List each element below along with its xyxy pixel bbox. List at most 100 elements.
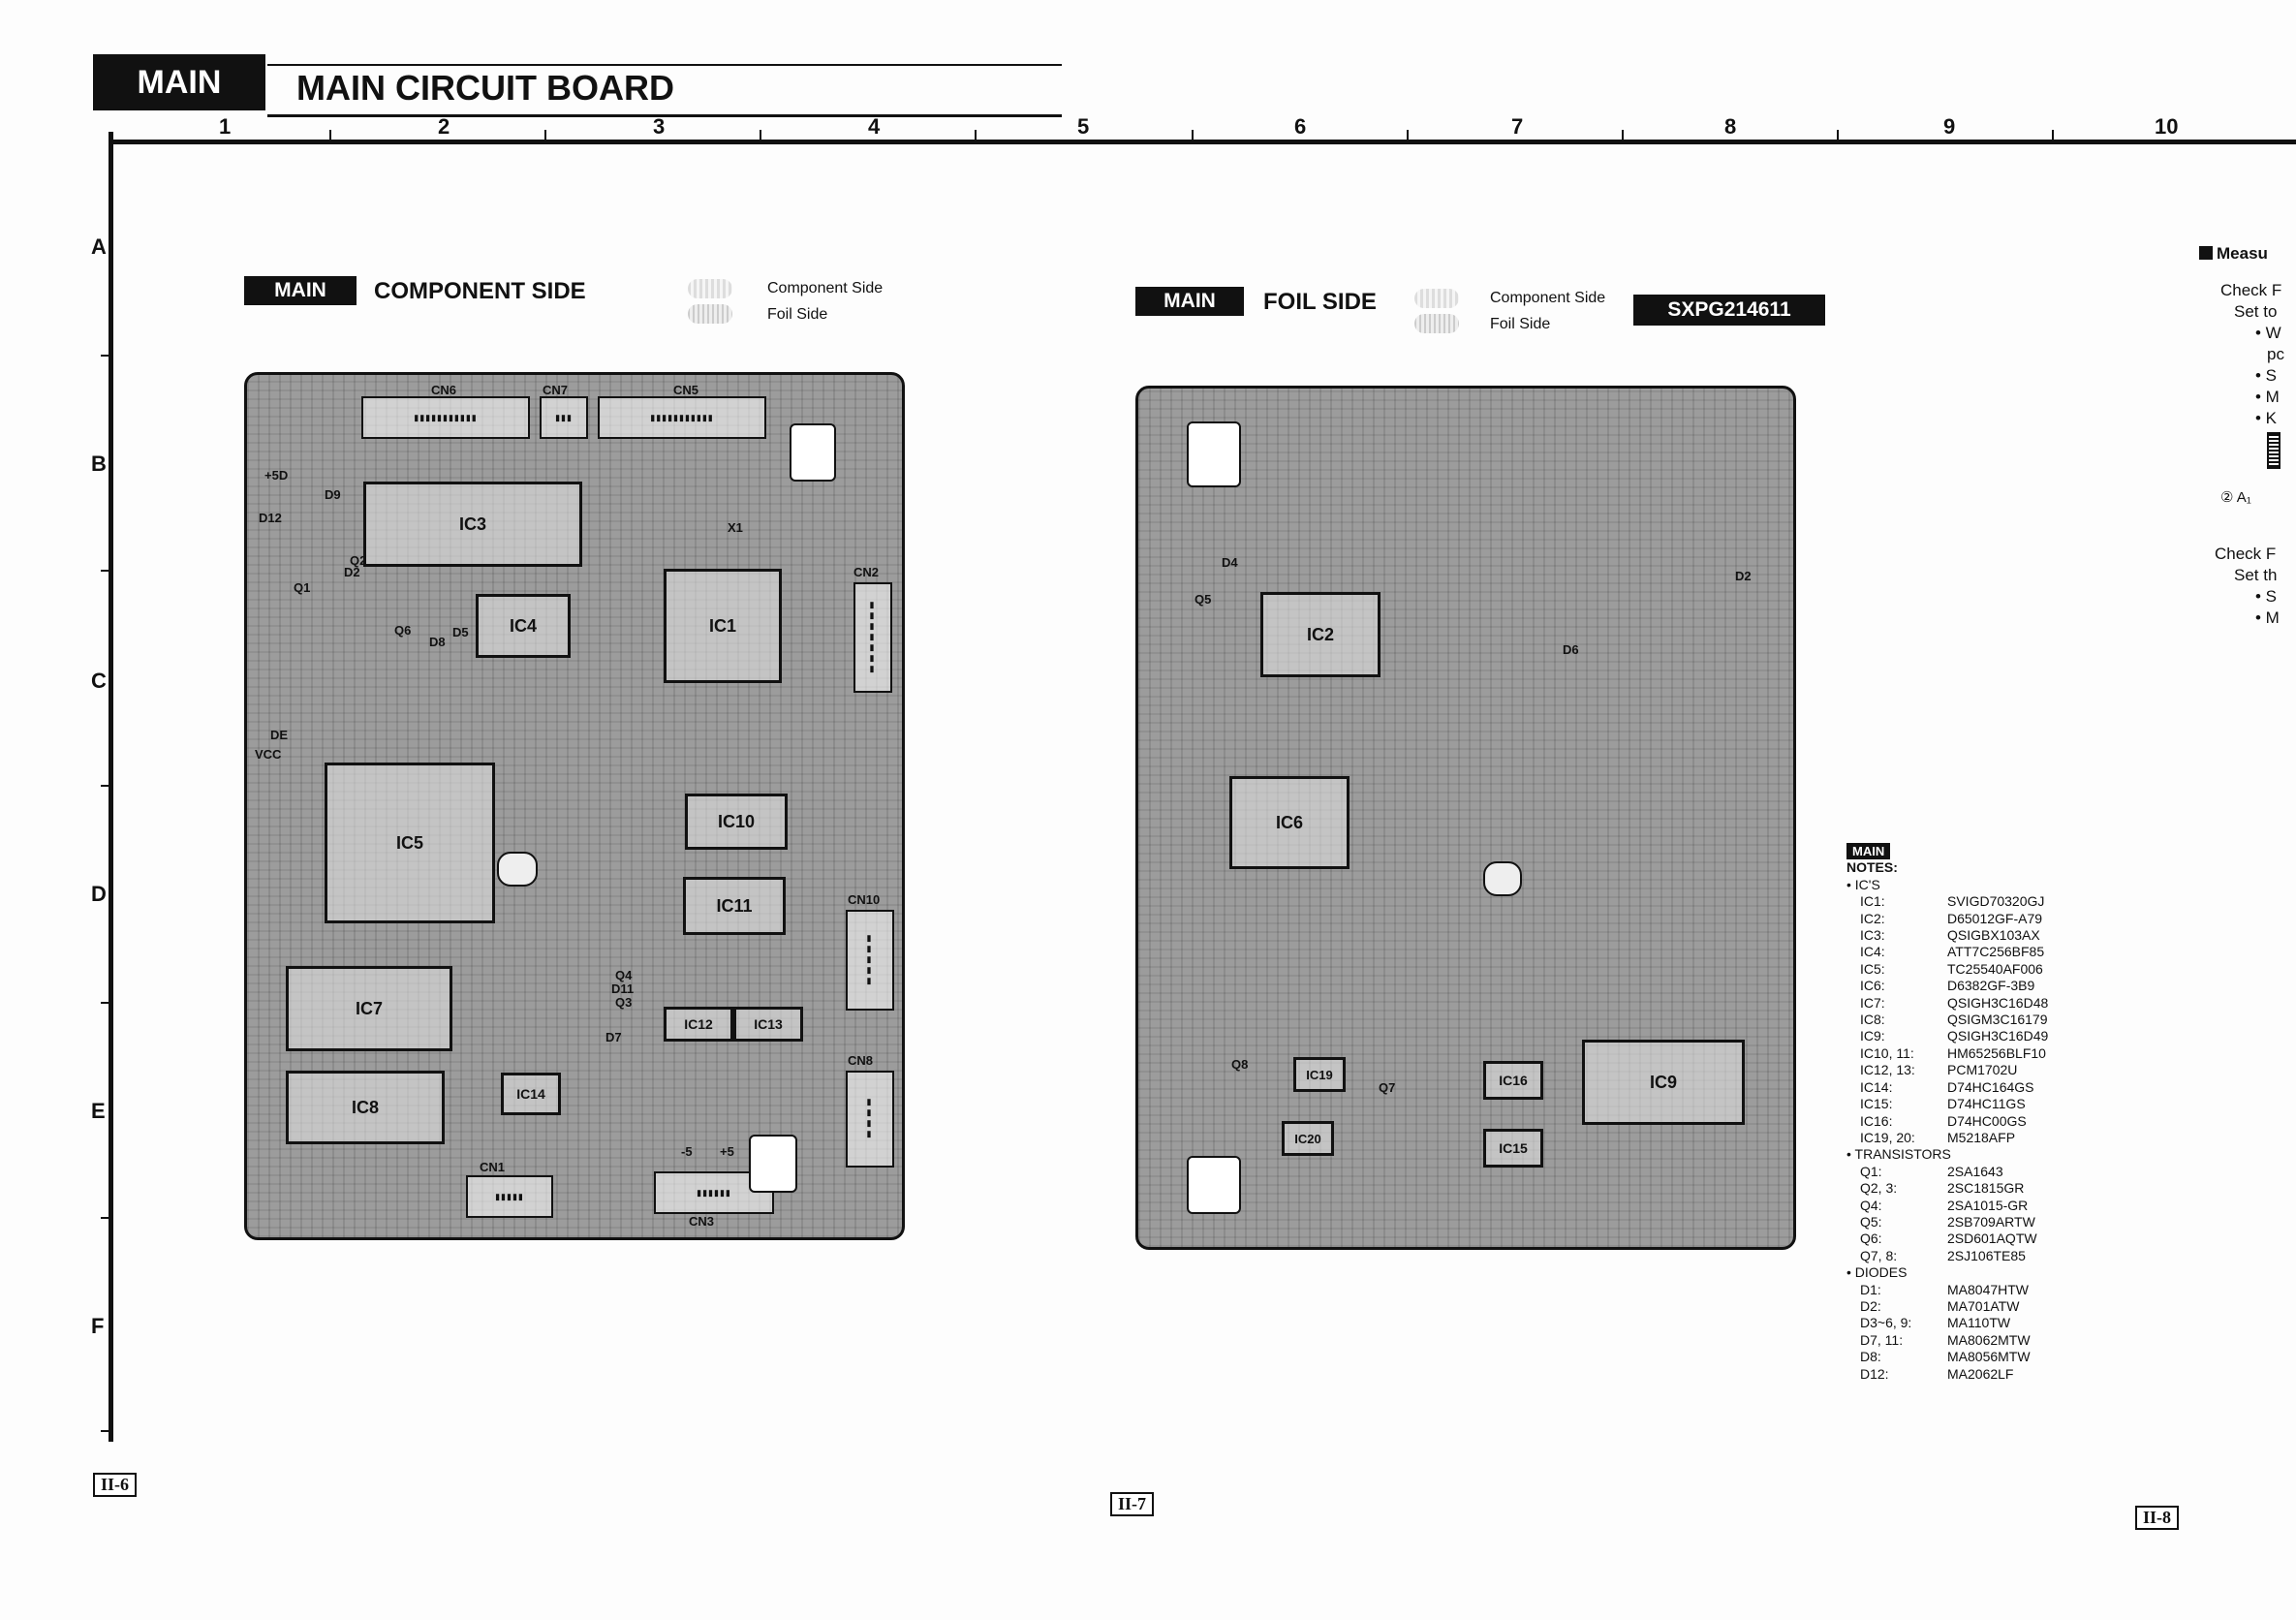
notes-part: D74HC11GS bbox=[1947, 1096, 2026, 1112]
grid-tick bbox=[329, 130, 331, 141]
notes-part: MA8047HTW bbox=[1947, 1281, 2030, 1297]
label-d11: D11 bbox=[611, 981, 635, 996]
ic11: IC11 bbox=[683, 877, 786, 935]
ic16: IC16 bbox=[1483, 1061, 1543, 1100]
part-number-badge: SXPG214611 bbox=[1633, 295, 1825, 326]
legend-component-label: Component Side bbox=[767, 280, 884, 296]
cn3-label: CN3 bbox=[689, 1214, 715, 1229]
notes-row: D7, 11:MA8062MTW bbox=[1846, 1332, 2048, 1349]
measure-line: • S bbox=[2255, 587, 2278, 606]
notes-part: QSIGM3C16179 bbox=[1947, 1012, 2048, 1028]
ic9: IC9 bbox=[1582, 1040, 1745, 1125]
label-plus5d: +5D bbox=[264, 468, 289, 483]
label-d2: D2 bbox=[344, 565, 360, 579]
label-q2: Q2 bbox=[350, 553, 367, 568]
notes-row: IC12, 13:PCM1702U bbox=[1846, 1062, 2048, 1078]
measure-line: pc bbox=[2267, 345, 2284, 363]
notes-row: Q6:2SD601AQTW bbox=[1846, 1231, 2048, 1247]
notes-section-heading: • IC'S bbox=[1846, 876, 1880, 892]
label-d12: D12 bbox=[259, 511, 282, 525]
notes-row: IC2:D65012GF-A79 bbox=[1846, 911, 2048, 927]
grid-left-line bbox=[109, 132, 113, 1442]
header-tag: MAIN bbox=[93, 54, 265, 110]
foil-side-title: FOIL SIDE bbox=[1263, 289, 1377, 315]
cn8-label: CN8 bbox=[848, 1053, 874, 1068]
grid-column-label: 10 bbox=[2155, 114, 2179, 139]
notes-ref: Q1: bbox=[1860, 1163, 1882, 1179]
connector-cn7: ▮▮▮ bbox=[540, 396, 588, 439]
ic10: IC10 bbox=[685, 794, 788, 850]
grid-tick bbox=[760, 130, 761, 141]
notes-tag: MAIN bbox=[1846, 843, 1891, 860]
legend-foil-label-2: Foil Side bbox=[1490, 316, 1551, 332]
notes-ref: IC8: bbox=[1860, 1012, 1885, 1028]
notes-part: QSIGBX103AX bbox=[1947, 927, 2040, 944]
ic5: IC5 bbox=[325, 763, 495, 923]
grid-column-label: 8 bbox=[1724, 114, 1737, 139]
measure-line: Check F bbox=[2220, 281, 2282, 299]
crystal bbox=[1483, 861, 1522, 896]
label-q5: Q5 bbox=[1195, 592, 1212, 607]
grid-tick bbox=[101, 1002, 110, 1004]
page-number-center: II-7 bbox=[1110, 1492, 1155, 1516]
grid-row-label: F bbox=[91, 1314, 105, 1338]
ic2: IC2 bbox=[1260, 592, 1381, 677]
legend-foil-label: Foil Side bbox=[767, 306, 828, 323]
grid-top-line bbox=[109, 140, 2296, 144]
connector-cn5: ▮▮▮▮▮▮▮▮▮▮▮ bbox=[598, 396, 766, 439]
grid-row-label: B bbox=[91, 452, 107, 476]
notes-ref: D12: bbox=[1860, 1365, 1889, 1382]
measure-probe-icon bbox=[2267, 432, 2280, 469]
notes-section-heading: • TRANSISTORS bbox=[1846, 1146, 1951, 1163]
grid-tick bbox=[1837, 130, 1839, 141]
label-q7: Q7 bbox=[1379, 1080, 1396, 1095]
notes-ref: IC19, 20: bbox=[1860, 1129, 1915, 1145]
notes-row: IC5:TC25540AF006 bbox=[1846, 961, 2048, 978]
connector-cn6: ▮▮▮▮▮▮▮▮▮▮▮ bbox=[361, 396, 530, 439]
notes-ref: D2: bbox=[1860, 1297, 1881, 1314]
mount-hole bbox=[1187, 1156, 1241, 1214]
notes-part: D74HC164GS bbox=[1947, 1078, 2034, 1095]
legend-component-swatch bbox=[688, 279, 732, 298]
ic13: IC13 bbox=[733, 1007, 803, 1042]
crystal bbox=[497, 852, 538, 887]
ic15: IC15 bbox=[1483, 1129, 1543, 1168]
cn5-label: CN5 bbox=[673, 383, 699, 397]
label-q3: Q3 bbox=[615, 995, 633, 1010]
notes-part: 2SA1643 bbox=[1947, 1163, 2003, 1179]
measure-line: ② A₁ bbox=[2220, 489, 2251, 506]
ic20: IC20 bbox=[1282, 1121, 1334, 1156]
notes-ref: D7, 11: bbox=[1860, 1331, 1904, 1348]
ic7: IC7 bbox=[286, 966, 452, 1051]
notes-part: TC25540AF006 bbox=[1947, 960, 2043, 977]
label-q6: Q6 bbox=[394, 623, 412, 638]
grid-tick bbox=[101, 1430, 110, 1432]
notes-row: D2: MA701ATW bbox=[1846, 1298, 2048, 1315]
label-q8: Q8 bbox=[1231, 1057, 1249, 1072]
page-number-right: II-8 bbox=[2135, 1506, 2180, 1530]
grid-tick bbox=[1192, 130, 1194, 141]
header-rule-bottom bbox=[267, 114, 1062, 117]
grid-column-label: 6 bbox=[1294, 114, 1307, 139]
legend-foil-swatch-2 bbox=[1414, 314, 1459, 333]
notes-part: MA701ATW bbox=[1947, 1297, 2020, 1314]
grid-tick bbox=[1622, 130, 1624, 141]
ic14: IC14 bbox=[501, 1073, 561, 1115]
notes-row: D8:MA8056MTW bbox=[1846, 1349, 2048, 1365]
grid-tick bbox=[101, 1217, 110, 1219]
measure-heading: Measu bbox=[2199, 244, 2268, 264]
notes-part: QSIGH3C16D49 bbox=[1947, 1028, 2049, 1044]
foil-side-tag: MAIN bbox=[1135, 287, 1244, 316]
mount-hole bbox=[749, 1135, 797, 1193]
notes-part: 2SD601AQTW bbox=[1947, 1231, 2037, 1247]
label-d7: D7 bbox=[605, 1030, 622, 1044]
notes-ref: IC15: bbox=[1860, 1096, 1893, 1112]
grid-tick bbox=[101, 570, 110, 572]
notes-ref: IC12, 13: bbox=[1860, 1062, 1915, 1078]
notes-row: IC10, 11:HM65256BLF10 bbox=[1846, 1045, 2048, 1062]
grid-tick bbox=[975, 130, 977, 141]
label-d2-foil: D2 bbox=[1735, 569, 1752, 583]
notes-ref: IC4: bbox=[1860, 944, 1885, 960]
notes-part: HM65256BLF10 bbox=[1947, 1044, 2046, 1061]
label-vcc: VCC bbox=[255, 747, 282, 762]
